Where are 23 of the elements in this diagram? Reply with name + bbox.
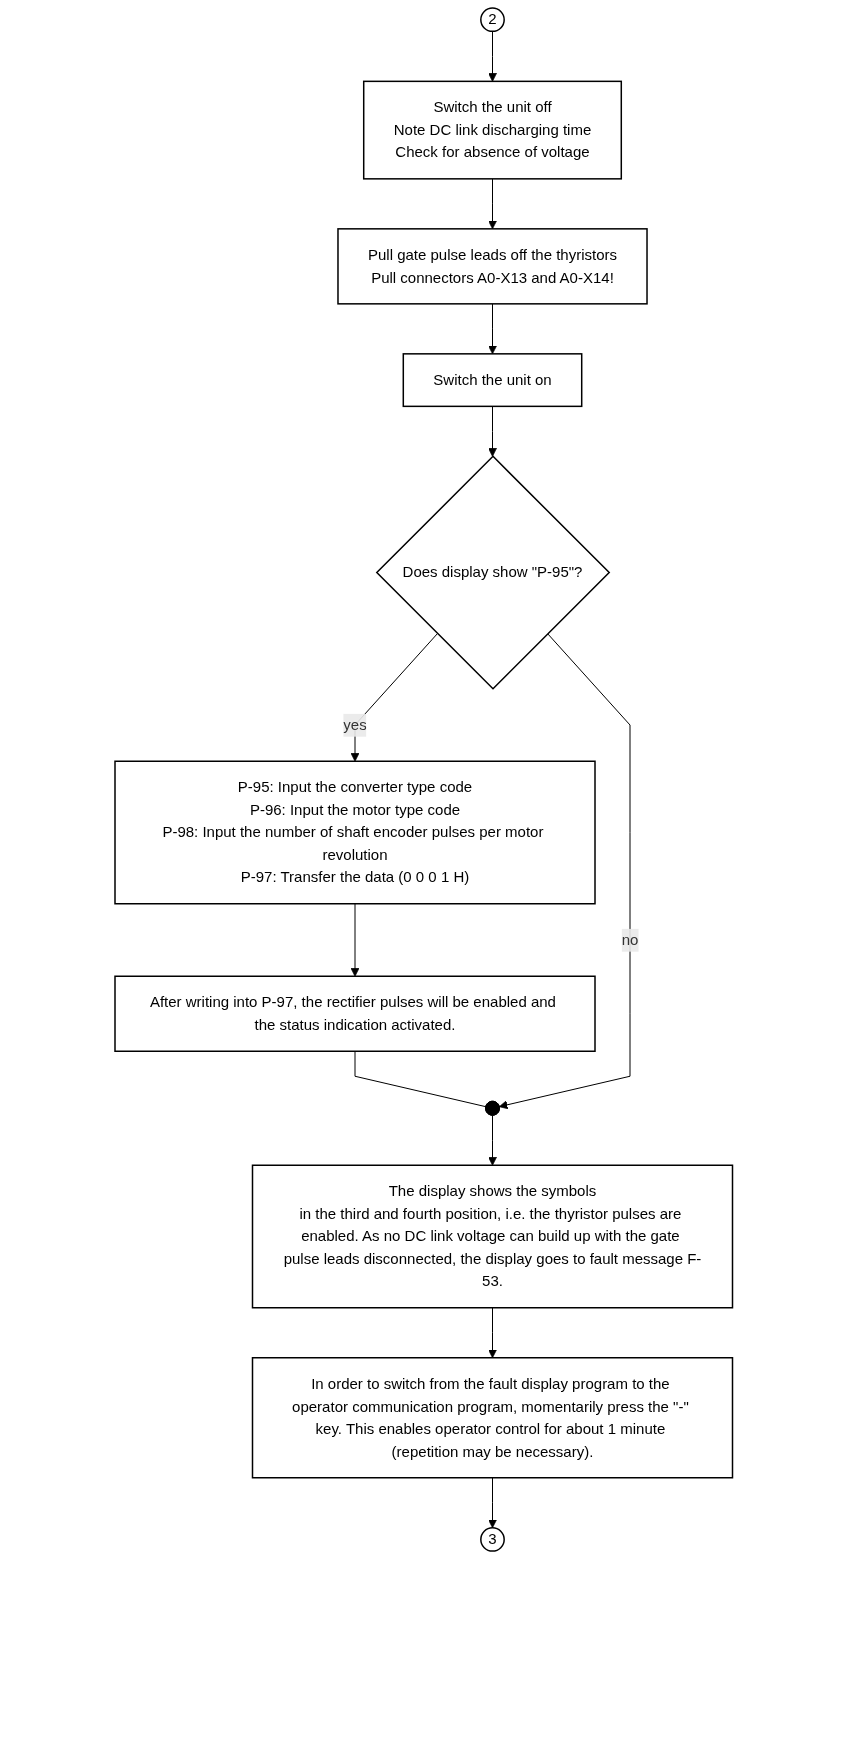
edge-label: yes	[343, 715, 367, 733]
node-circle: 2	[480, 7, 506, 33]
arrow	[488, 1114, 498, 1166]
arrow	[488, 1307, 498, 1359]
node-box: In order to switch from the fault display program to the operator communication program, momentarily press the "-" key. This enables operator control for about 1 minute (repetition may be necessary).	[252, 1357, 734, 1479]
node-box: After writing into P-97, the rectifier pulses will be enabled and the status indication activated.	[114, 975, 596, 1052]
node-box: Pull gate pulse leads off the thyristors Pull connectors A0-X13 and A0-X14!	[337, 228, 648, 305]
arrow	[488, 30, 498, 82]
arrow	[350, 903, 360, 977]
node-circle: 3	[480, 1527, 506, 1552]
connector	[354, 1050, 487, 1108]
arrow	[488, 178, 498, 230]
node-diamond: Does display show "P-95"?	[376, 455, 611, 690]
arrow	[488, 1477, 498, 1529]
arrow	[488, 405, 498, 457]
node-box: Switch the unit on	[402, 353, 583, 408]
edge-label: no	[621, 930, 639, 948]
node-box: The display shows the symbols in the third and fourth position, i.e. the thyristor pulses are enabled. As no DC link voltage can build up with the gate pulse leads disconnected, the display goes to fault message F-53.	[252, 1164, 734, 1309]
arrow	[499, 633, 631, 1110]
node-box: Switch the unit off Note DC link discharging time Check for absence of voltage	[363, 80, 623, 180]
arrow	[350, 633, 439, 762]
node-box: P-95: Input the converter type code P-96: Input the motor type code P-98: Input the number of shaft encoder pulses per motor revolution P-97: Transfer the data (0 0 0 1 H)	[114, 760, 596, 905]
arrow	[488, 303, 498, 355]
